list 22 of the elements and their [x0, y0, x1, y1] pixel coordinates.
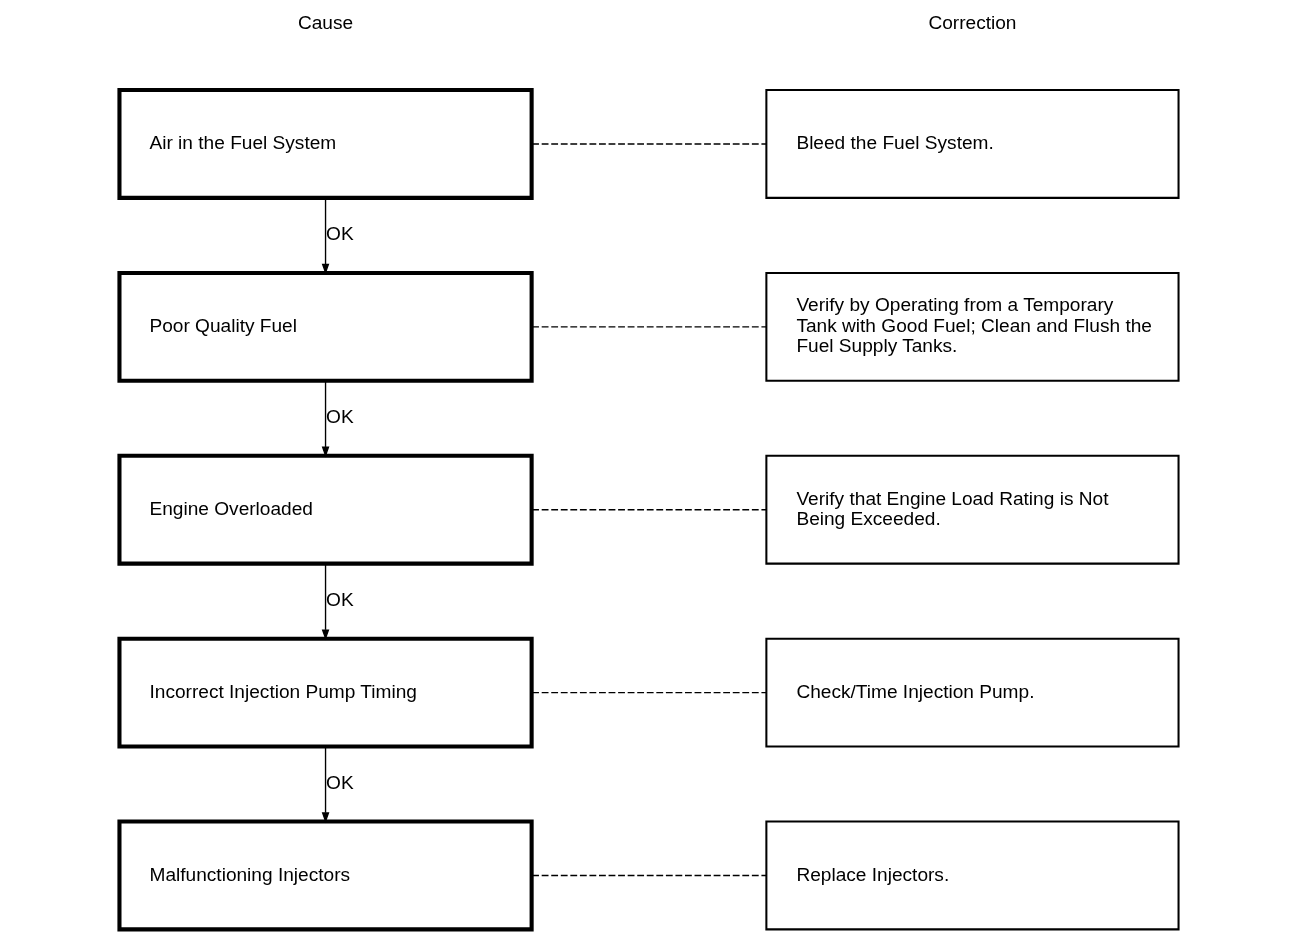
- edge-label: OK: [326, 406, 354, 428]
- edge-label: OK: [326, 223, 354, 245]
- node-box: Verify by Operating from a Temporary Tank with Good Fuel; Clean and Flush the Fuel Supply Tanks.: [765, 271, 1180, 382]
- node-box: Air in the Fuel System: [117, 88, 534, 200]
- node-box: Poor Quality Fuel: [117, 270, 534, 383]
- node-box: Engine Overloaded: [117, 453, 534, 566]
- connector: [531, 691, 767, 694]
- label: Cause: [297, 11, 354, 33]
- node-box: Incorrect Injection Pump Timing: [117, 636, 534, 749]
- node-box: Bleed the Fuel System.: [765, 89, 1180, 199]
- arrow: [321, 380, 330, 458]
- node-box: Malfunctioning Injectors: [117, 819, 534, 932]
- connector: [531, 509, 767, 511]
- edge-label: OK: [326, 772, 354, 794]
- edge-label: OK: [326, 589, 354, 611]
- node-box: Replace Injectors.: [765, 820, 1180, 931]
- label: Correction: [928, 11, 1017, 33]
- connector: [531, 326, 767, 328]
- connector: [531, 874, 767, 877]
- connector: [531, 143, 767, 145]
- node-box: Verify that Engine Load Rating is Not Being Exceeded.: [765, 454, 1180, 565]
- node-box: Check/Time Injection Pump.: [765, 637, 1180, 748]
